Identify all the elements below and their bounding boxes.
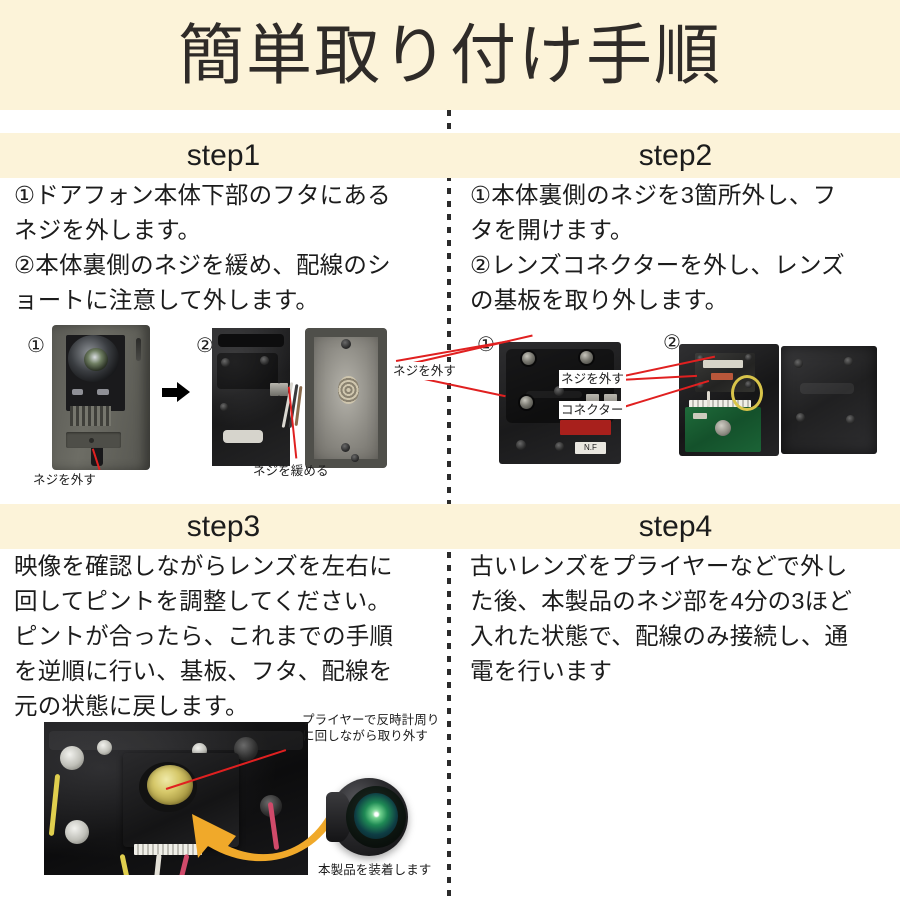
gold-curved-arrow-icon — [176, 800, 336, 862]
step-header-band-row1 — [0, 133, 900, 178]
step2-label: step2 — [638, 139, 713, 172]
board-id-label: N.F — [574, 442, 607, 455]
step1-figure-number-1: ① — [27, 335, 45, 357]
camera-board-photo — [44, 722, 308, 875]
open-case-pcb-photo — [679, 344, 779, 456]
step3-figure-group: プライヤーで反時計周り に回しながら取り外す 本製品を装着します — [0, 700, 447, 900]
screw-top-left — [522, 351, 536, 365]
step1-annotation-remove-screw: ネジを外す — [33, 473, 97, 487]
old-lens — [146, 764, 193, 805]
step1-figure-number-2: ② — [196, 335, 214, 357]
step4-description: 古いレンズをプライヤーなどで外し た後、本製品のネジ部を4分の3ほど 入れた状態… — [470, 553, 853, 684]
step1-description: ①ドアフォン本体下部のフタにある ネジを外します。 ②本体裏側のネジを緩め、配線… — [14, 182, 391, 313]
step2-annotation-remove-screw-right: ネジを外す — [559, 370, 627, 388]
step4-label: step4 — [638, 510, 713, 543]
step2-figure-number-2: ② — [663, 332, 681, 354]
replacement-lens-photo — [326, 778, 408, 856]
step1-label: step1 — [186, 139, 261, 172]
step1-figure-group: ① ネジを外す ② — [0, 320, 447, 500]
case-lid-photo — [781, 346, 877, 454]
step2-annotation-remove-screw-left: ネジを外す — [391, 362, 459, 380]
step1-annotation-loosen-screw: ネジを緩める — [253, 464, 329, 478]
step-header-band-row2 — [0, 504, 900, 549]
step3-annotation-remove-with-pliers: プライヤーで反時計周り に回しながら取り外す — [302, 713, 440, 743]
page-title: 簡単取り付け手順 — [178, 18, 722, 92]
step3-label: step3 — [186, 510, 261, 543]
step3-description: 映像を確認しながらレンズを左右に 回してピントを調整してください。 ピントが合っ… — [14, 553, 394, 719]
title-banner: 簡単取り付け手順 — [0, 0, 900, 110]
screw-top-right — [579, 350, 593, 364]
doorphone-unit-photo — [52, 325, 150, 470]
step2-description: ①本体裏側のネジを3箇所外し、フ タを開けます。 ②レンズコネクターを外し、レン… — [470, 182, 845, 313]
step3-annotation-attach-product: 本製品を装着します — [318, 863, 432, 877]
step2-figure-group: ① N.F ネジを外す ② — [391, 320, 900, 500]
screw-bottom-left — [519, 395, 533, 409]
wall-mount-plate-photo — [305, 328, 387, 468]
doorphone-body-back-photo — [212, 328, 290, 466]
step2-annotation-connector: コネクター — [559, 401, 626, 419]
